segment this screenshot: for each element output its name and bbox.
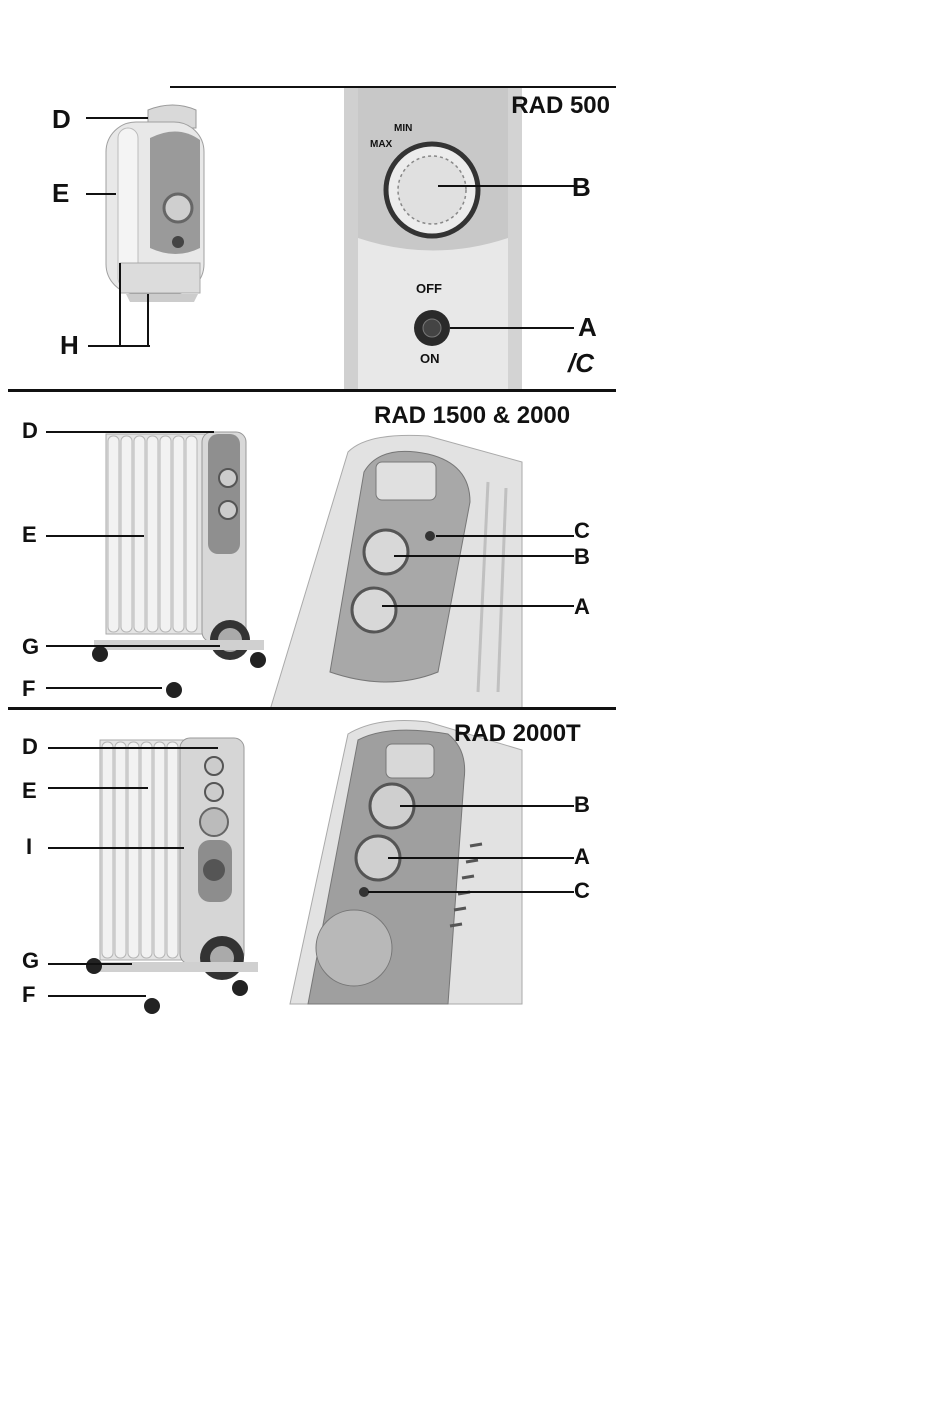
label-a: A [578,314,597,340]
rad2000t-heater-image [86,738,258,1014]
label-h: H [60,332,79,358]
panel-rad-2000t: RAD 2000T D E I G F B A C [8,710,616,1024]
label-i: I [26,836,32,858]
label-e: E [52,180,69,206]
switch-off-label: OFF [416,282,442,295]
label-c: C [574,520,590,542]
label-f: F [22,984,35,1006]
panel-rad-500: RAD 500 D E H B A /C MIN MAX OFF ON [8,88,616,392]
label-e: E [22,780,37,802]
label-d: D [52,106,71,132]
panel-title: RAD 500 [511,94,610,118]
panel-title: RAD 2000T [454,722,581,746]
panel-title: RAD 1500 & 2000 [374,404,570,428]
label-e: E [22,524,37,546]
label-g: G [22,636,39,658]
label-f: F [22,678,35,700]
label-b: B [574,546,590,568]
dial-max-label: MAX [370,140,392,150]
label-g: G [22,950,39,972]
dial-min-label: MIN [394,124,412,134]
label-c: C [574,880,590,902]
label-a: A [574,596,590,618]
label-b: B [574,794,590,816]
panel-rad-1500-2000: RAD 1500 & 2000 D E G F C B A [8,392,616,710]
rad1500-closeup-image [270,435,522,710]
rad2000t-illustration [8,710,616,1024]
rad500-closeup-image [344,88,522,392]
label-d: D [22,736,38,758]
rad1500-heater-image [92,432,266,698]
label-c: /C [568,350,594,376]
switch-on-label: ON [420,352,440,365]
label-a: A [574,846,590,868]
rad2000t-closeup-image [290,721,522,1005]
label-d: D [22,420,38,442]
label-b: B [572,174,591,200]
rad1500-illustration [8,392,616,710]
rad500-illustration [8,88,616,392]
